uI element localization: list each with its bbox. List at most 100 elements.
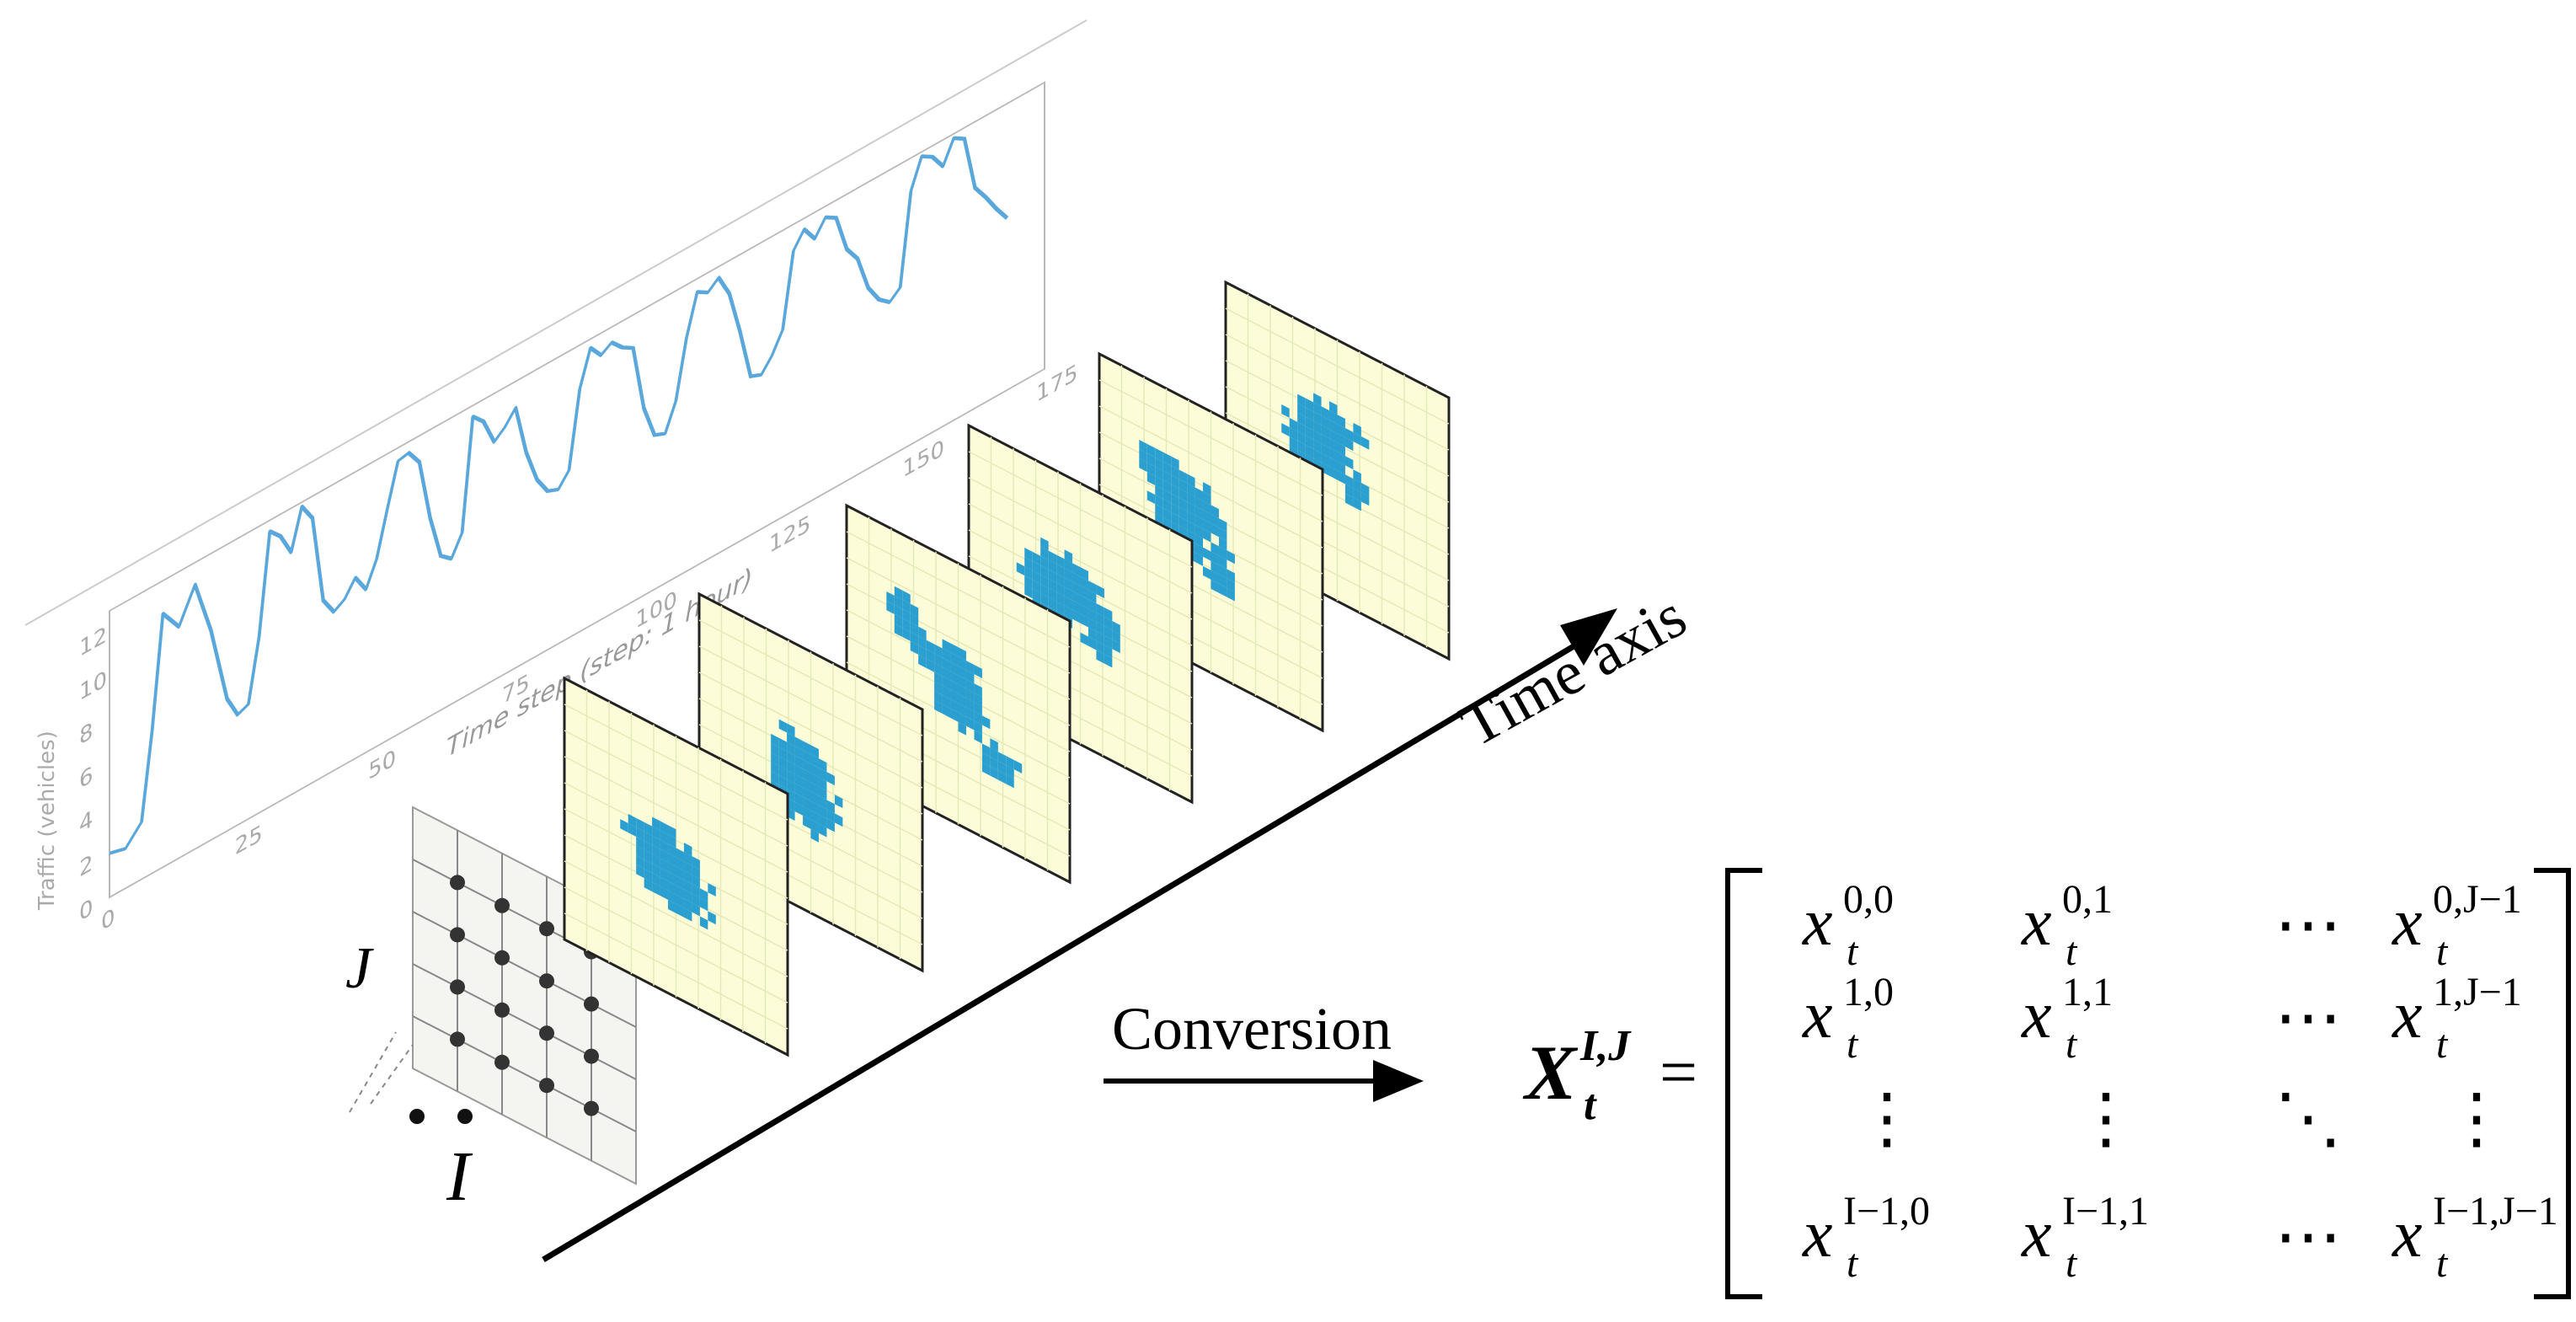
matrix-lhs-sup: I,J [1580,1022,1631,1070]
matrix-entry-base: x [1803,978,1833,1052]
map-node [494,1002,510,1018]
matrix-entry-index: 0,1 [2062,877,2113,922]
matrix-ellipsis: ⋮ [2072,1082,2140,1156]
map-node [539,1025,554,1041]
y-tick-label: 12 [79,621,107,662]
matrix-entry-base: x [2392,886,2423,960]
matrix-entry-index: 1,J−1 [2433,970,2522,1014]
matrix-entry-time: t [2436,929,2448,974]
map-node [450,1031,465,1047]
heatmap-panel [563,676,789,1057]
conversion-label: Conversion [1112,995,1392,1062]
matrix-entry-index: I−1,1 [2062,1189,2150,1234]
map-grid-line [412,963,637,1080]
y-tick-label: 4 [79,805,94,838]
matrix-cell: ⋯ [2199,1188,2392,1281]
matrix-entry-time: t [2066,1022,2077,1067]
matrix-entry-base: x [2392,1197,2423,1271]
matrix-ellipsis: ⋯ [2274,981,2342,1055]
map-node [450,927,465,943]
matrix-ellipsis: ⋱ [2274,1082,2342,1156]
map-node [584,1100,599,1116]
matrix-entry-time: t [2436,1022,2448,1067]
matrix-cell: ⋮ [1996,1070,2190,1163]
matrix-entry-base: x [1803,886,1833,960]
matrix-lhs-sub: t [1584,1081,1596,1129]
matrix-cell: ⋱ [2199,1070,2392,1163]
matrix-entry-index: 0,0 [1843,877,1894,922]
matrix-entry-base: x [2392,978,2423,1052]
map-node [539,973,554,989]
map-node [584,996,599,1012]
x-tick-label: 175 [1036,358,1078,408]
matrix-entry-index: 1,0 [1843,970,1894,1014]
x-tick-label: 0 [101,902,115,936]
map-grid-line [412,1015,637,1132]
matrix-entry-index: I−1,0 [1843,1189,1931,1234]
y-tick-label: 2 [79,849,94,883]
dot-1 [409,1109,425,1124]
x-tick-label: 25 [235,819,263,860]
map-node [584,1048,599,1064]
matrix-ellipsis: ⋯ [2274,888,2342,962]
matrix-entry-base: x [1803,1197,1833,1271]
dashed-guide-2 [370,1044,414,1105]
chart-perspective-line [24,19,1088,626]
matrix-cell: ⋯ [2199,876,2392,969]
matrix-entry-base: x [2022,886,2052,960]
equals-sign: = [1659,1036,1698,1110]
matrix-cell: ⋮ [2367,1070,2561,1163]
matrix-entry-time: t [1846,929,1858,974]
y-tick-label: 0 [79,893,94,927]
left-bracket [1725,868,1762,1299]
matrix-ellipsis: ⋮ [2443,1082,2510,1156]
x-tick-label: 150 [902,434,944,484]
matrix-entry-time: t [1846,1241,1858,1286]
x-tick-label: 50 [368,744,396,785]
time-axis-arrow [542,608,1617,1263]
i-axis-label: I [446,1137,470,1216]
x-tick-label: 125 [769,510,811,559]
map-node [494,950,510,966]
matrix-entry-time: t [2066,1241,2077,1286]
matrix-entry-index: I−1,J−1 [2433,1189,2558,1234]
dot-2 [457,1109,473,1124]
matrix-cell: ⋯ [2199,969,2392,1062]
map-node [539,921,554,937]
matrix-entry-time: t [2066,929,2077,974]
matrix-entry-time: t [2436,1241,2448,1286]
matrix-entry-base: x [2022,1197,2052,1271]
map-node [450,875,465,891]
y-tick-label: 6 [79,761,94,795]
j-axis-label: J [345,936,372,1001]
right-bracket [2534,868,2571,1299]
chart-ylabel: Traffic (vehicles) [35,731,60,911]
map-node [494,1054,510,1070]
matrix-entry-base: x [2022,978,2052,1052]
heatmap-panels [563,280,1451,1057]
matrix-symbol: X [1525,1030,1577,1116]
chart-plot-frame [109,81,1045,899]
matrix-entry-index: 1,1 [2062,970,2113,1014]
y-tick-label: 10 [79,665,107,706]
matrix-ellipsis: ⋮ [1853,1082,1921,1156]
map-node [450,979,465,995]
matrix-entry-index: 0,J−1 [2433,877,2522,922]
traffic-series-line [109,136,1009,855]
map-node [539,1078,554,1094]
matrix-cell: ⋮ [1777,1070,1971,1163]
map-node [494,897,510,913]
